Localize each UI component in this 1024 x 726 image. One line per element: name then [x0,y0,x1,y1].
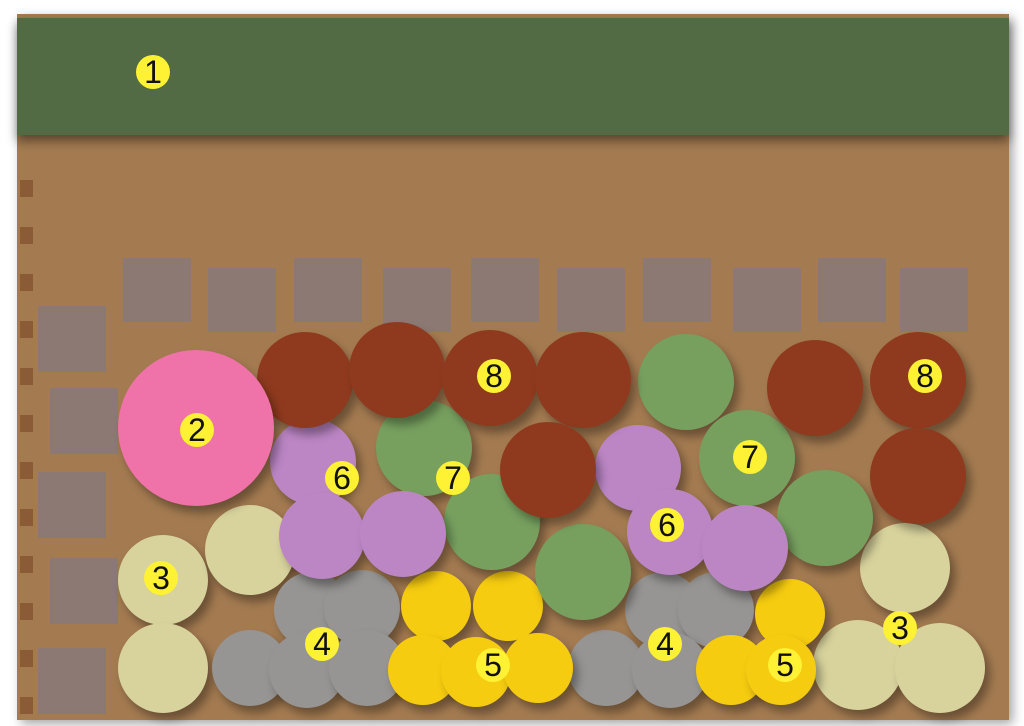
fence-post [20,603,33,620]
plant-label: 7 [733,440,767,474]
plant-label: 2 [180,413,214,447]
plant-label: 8 [908,359,942,393]
plant-4-circle [568,630,644,706]
plant-5-circle [503,633,573,703]
plant-6-circle [360,491,446,577]
paver-stone [383,268,451,332]
paver-stone [38,648,106,714]
plant-5-circle [473,571,543,641]
plant-label: 1 [136,55,170,89]
plant-8-circle [535,332,631,428]
plant-7-circle [638,334,734,430]
plant-label: 3 [883,611,917,645]
fence-post [20,509,33,526]
paver-stone [50,388,118,454]
plant-label: 5 [476,648,510,682]
paver-stone [294,258,362,322]
plant-3-circle [205,505,295,595]
plant-label: 8 [477,359,511,393]
plant-label: 4 [305,627,339,661]
fence-post [20,462,33,479]
plant-label: 4 [648,627,682,661]
plant-label: 5 [768,648,802,682]
plant-7-circle [535,524,631,620]
plant-label: 3 [144,561,178,595]
fence-post [20,321,33,338]
fence-post [20,227,33,244]
plant-label: 6 [325,461,359,495]
plant-3-circle [118,623,208,713]
paver-stone [471,258,539,322]
plant-7-circle [777,470,873,566]
paver-stone [38,472,106,538]
fence-post [20,274,33,291]
plant-6-circle [702,505,788,591]
plant-5-circle [401,571,471,641]
fence-post [20,697,33,714]
plant-8-circle [500,422,596,518]
plant-8-circle [767,340,863,436]
paver-stone [818,258,886,322]
plant-8-circle [870,428,966,524]
plant-3-circle [860,523,950,613]
paver-stone [50,558,118,624]
fence-post [20,180,33,197]
paver-stone [557,268,625,332]
paver-stone [733,268,801,332]
hedge-plant-1 [17,18,1009,135]
paver-stone [900,268,968,332]
fence-post [20,415,33,432]
paver-stone [208,268,276,332]
paver-stone [643,258,711,322]
fence-post [20,368,33,385]
plant-8-circle [349,322,445,418]
paver-stone [38,306,106,372]
fence-post [20,650,33,667]
plant-6-circle [279,493,365,579]
paver-stone [123,258,191,322]
plant-8-circle [257,332,353,428]
plant-label: 6 [650,508,684,542]
fence-post [20,556,33,573]
plant-label: 7 [436,461,470,495]
